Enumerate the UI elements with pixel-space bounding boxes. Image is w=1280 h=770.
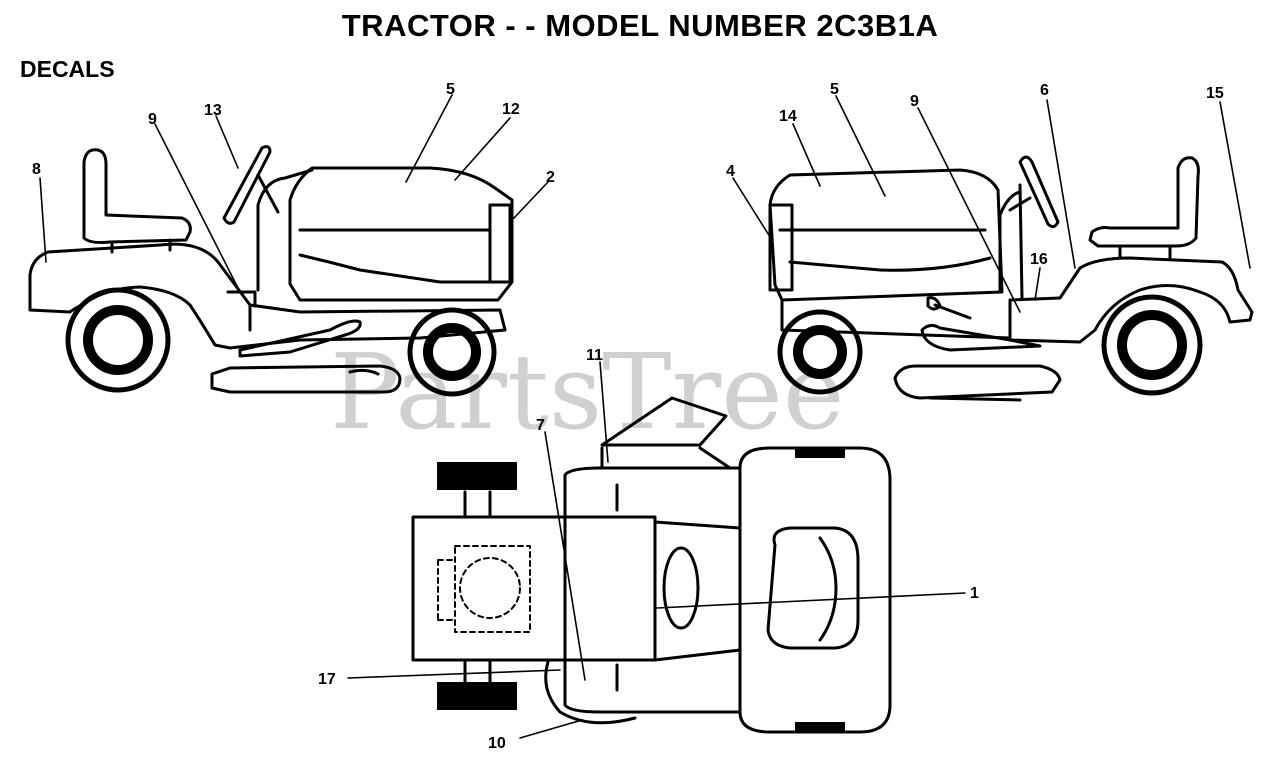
- callout-9-right: 9: [910, 93, 919, 110]
- leader-lines: [39, 94, 1251, 739]
- callout-4: 4: [726, 163, 735, 180]
- callout-1: 1: [970, 585, 979, 602]
- callout-11: 11: [586, 347, 603, 364]
- tractor-left-side-view: [28, 145, 514, 397]
- callout-15: 15: [1206, 85, 1224, 102]
- callout-10: 10: [488, 735, 506, 752]
- callout-16: 16: [1030, 251, 1048, 268]
- callout-5: 5: [446, 81, 455, 98]
- callout-12: 12: [502, 101, 520, 118]
- callout-5-right: 5: [830, 81, 839, 98]
- callout-7: 7: [536, 417, 545, 434]
- callout-17: 17: [318, 671, 336, 688]
- callout-9: 9: [148, 111, 157, 128]
- callout-13: 13: [204, 102, 222, 119]
- tractor-top-view: [411, 396, 892, 734]
- callout-14: 14: [779, 108, 797, 125]
- page-title: TRACTOR - - MODEL NUMBER 2C3B1A: [341, 8, 939, 43]
- callout-8: 8: [32, 161, 41, 178]
- callout-2: 2: [546, 169, 555, 186]
- watermark: PartsTree: [330, 331, 844, 453]
- section-heading: DECALS: [20, 56, 115, 82]
- tractor-right-side-view: [768, 155, 1254, 402]
- callout-labels: 8 9 13 5 12 2 4 14 5 9 6 15 16 11 7 1 17…: [32, 81, 1224, 752]
- callout-6: 6: [1040, 82, 1049, 99]
